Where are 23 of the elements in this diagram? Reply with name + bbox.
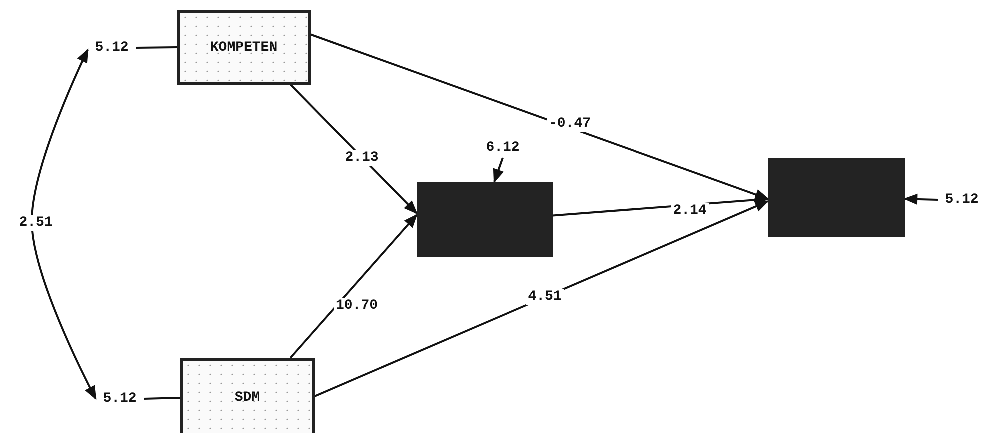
edge-label: 2.13 [343, 150, 381, 166]
double-headed-arrow [31, 48, 97, 400]
error-variance-value: 5.12 [96, 389, 144, 409]
arrow [493, 158, 504, 184]
edge-label: 2.51 [17, 215, 55, 231]
connector-line [136, 46, 178, 49]
error-variance-value: 6.12 [479, 138, 527, 158]
error-variance-value: 5.12 [938, 190, 986, 210]
variable-box [177, 10, 311, 85]
filled-box [768, 158, 905, 237]
variable-box [180, 358, 315, 433]
arrow [290, 84, 418, 214]
error-variance-value: 5.12 [88, 38, 136, 58]
arrow [290, 214, 418, 359]
edge-label: 4.51 [526, 289, 564, 305]
arrow [314, 200, 770, 398]
variable-name: KOMPETEN [210, 40, 278, 56]
connector-line [144, 397, 180, 400]
arrow [904, 194, 938, 206]
arrow [310, 34, 770, 200]
filled-box [417, 182, 553, 257]
edge-label: -0.47 [547, 116, 593, 132]
variable-name: SDM [234, 390, 260, 406]
